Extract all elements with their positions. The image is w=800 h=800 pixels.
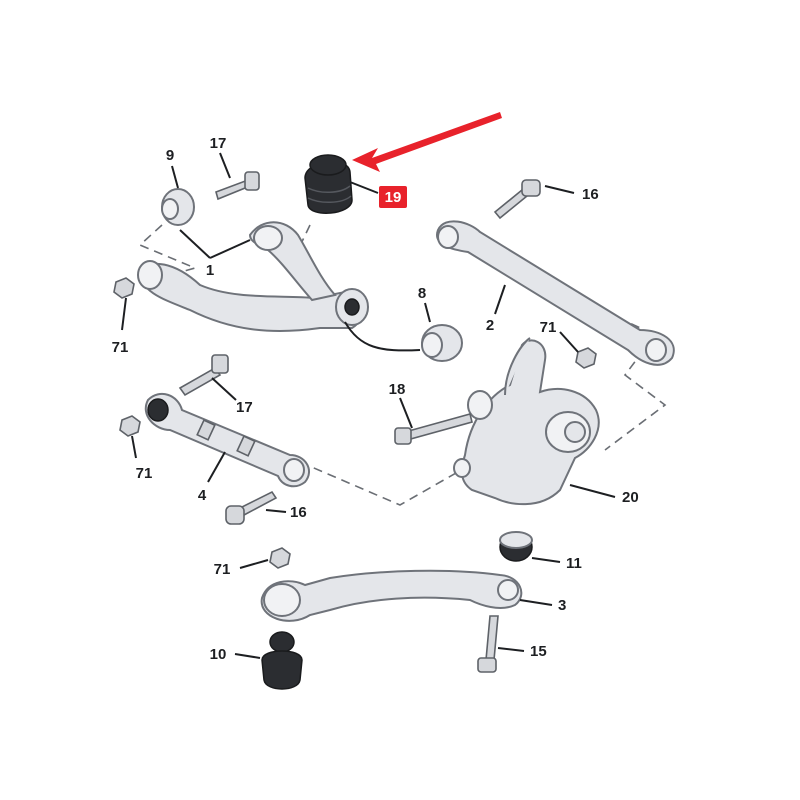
callout-10: 10 bbox=[210, 646, 227, 663]
callout-2: 2 bbox=[486, 317, 494, 334]
connector-line-8 bbox=[344, 321, 421, 352]
bolt-16-lower bbox=[225, 490, 278, 525]
callout-9: 9 bbox=[166, 147, 174, 164]
callout-20: 20 bbox=[622, 489, 639, 506]
callout-16-upper: 16 bbox=[582, 186, 599, 203]
nut-71-right bbox=[575, 347, 597, 369]
lower-control-arm-3 bbox=[260, 569, 523, 622]
callout-71-bottom: 71 bbox=[214, 561, 231, 578]
ball-joint-10 bbox=[261, 631, 303, 690]
bump-stop-19 bbox=[304, 154, 353, 214]
callout-1: 1 bbox=[206, 262, 214, 279]
callout-labels: 9 17 19 16 1 71 8 2 71 18 17 71 4 16 20 … bbox=[112, 135, 639, 663]
callout-17-upper: 17 bbox=[210, 135, 227, 152]
bolt-17-lower bbox=[178, 354, 229, 397]
callout-18: 18 bbox=[389, 381, 406, 398]
bushing-9 bbox=[161, 188, 195, 226]
callout-19-highlight-box bbox=[379, 186, 407, 208]
callout-17-lower: 17 bbox=[236, 399, 253, 416]
callout-11: 11 bbox=[566, 555, 582, 572]
callout-71-upper-left: 71 bbox=[112, 339, 129, 356]
toe-link-4 bbox=[144, 392, 310, 488]
callout-71-lower-left: 71 bbox=[136, 465, 153, 482]
nut-71-left-lower bbox=[119, 415, 141, 437]
callout-15: 15 bbox=[530, 643, 547, 660]
highlight-arrow bbox=[352, 112, 502, 172]
callout-19: 19 bbox=[385, 189, 402, 206]
callout-4: 4 bbox=[198, 487, 207, 504]
nut-71-left-upper bbox=[113, 277, 135, 299]
upper-control-arm-1 bbox=[137, 221, 369, 332]
callout-16-lower: 16 bbox=[290, 504, 307, 521]
bolt-16-upper bbox=[493, 179, 541, 220]
lateral-link-2 bbox=[436, 220, 675, 366]
callout-8: 8 bbox=[418, 285, 426, 302]
bolt-15 bbox=[477, 615, 499, 673]
bushing-8 bbox=[421, 324, 463, 362]
nut-71-bottom bbox=[269, 547, 291, 569]
bushing-11 bbox=[499, 531, 533, 562]
hub-carrier-20 bbox=[453, 337, 600, 506]
leader-lines bbox=[121, 152, 616, 659]
bolt-17-upper bbox=[215, 171, 260, 201]
callout-71-right: 71 bbox=[540, 319, 557, 336]
callout-3: 3 bbox=[558, 597, 566, 614]
bolt-18 bbox=[394, 413, 473, 445]
